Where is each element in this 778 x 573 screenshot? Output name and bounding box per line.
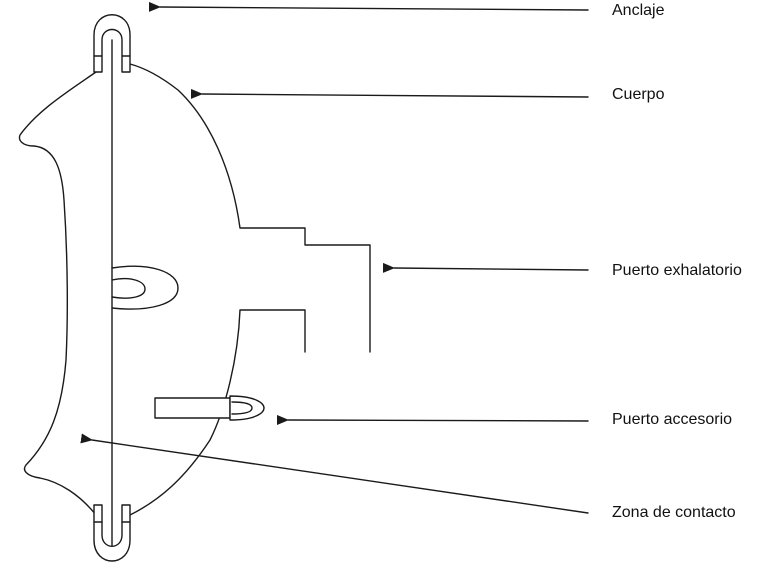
label-anclaje: Anclaje [612,2,665,19]
center-valve [111,265,179,310]
arrow-anclaje [148,1,589,12]
mask-body-outline [18,63,371,516]
arrow-puerto-accesorio [276,414,589,425]
bottom-anchor [93,504,131,562]
label-cuerpo: Cuerpo [612,86,665,103]
accessory-port [154,395,265,421]
arrow-puerto-exhalatorio [382,262,589,273]
arrow-zona-contacto [80,433,589,514]
arrow-cuerpo [190,88,589,99]
label-puerto-exhalatorio: Puerto exhalatorio [612,262,742,279]
label-puerto-accesorio: Puerto accesorio [612,411,733,428]
top-anchor [93,14,131,73]
label-zona-contacto: Zona de contacto [612,504,736,521]
